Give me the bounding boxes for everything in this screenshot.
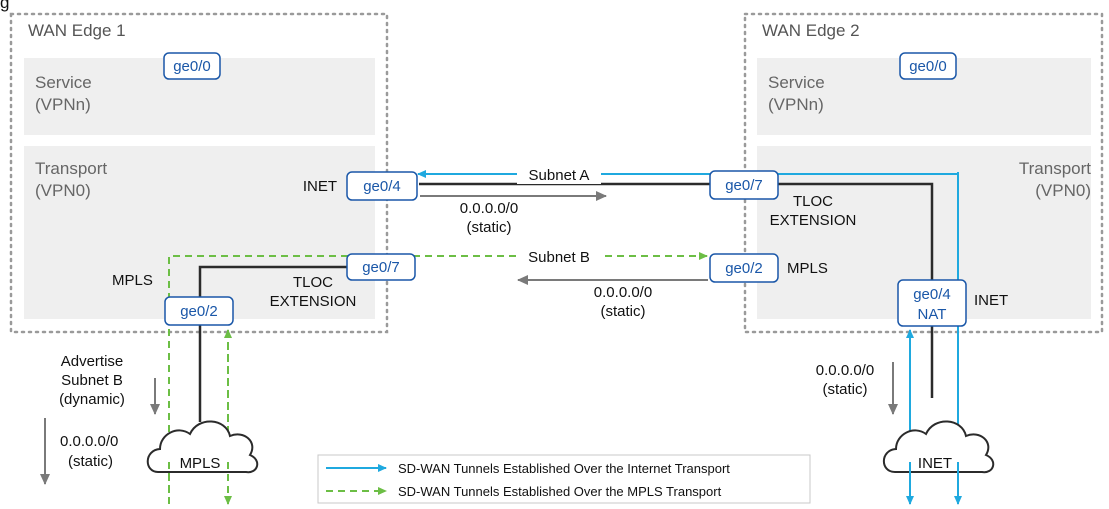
wan-edge-2-service-vpn: (VPNn) — [768, 95, 824, 114]
port-e1-mpls-label: ge0/2 — [180, 303, 218, 320]
legend-mpls-text: SD-WAN Tunnels Established Over the MPLS… — [398, 484, 722, 499]
wan-edge-1-transport-vpn: (VPN0) — [35, 181, 91, 200]
route-mid-top-line1: 0.0.0.0/0 — [460, 200, 518, 217]
tloc-link-bottom — [198, 265, 347, 305]
legend: SD-WAN Tunnels Established Over the Inte… — [317, 454, 811, 504]
tloc-extension-left-line2: EXTENSION — [270, 293, 357, 310]
port-e2-tloc-label: ge0/7 — [725, 177, 763, 194]
wan-edge-1-transport-label: Transport — [35, 159, 107, 178]
advertise-line1: Advertise — [61, 353, 124, 370]
wan-edge-1-title: WAN Edge 1 — [28, 21, 126, 40]
legend-box — [317, 454, 811, 504]
route-left-line1: 0.0.0.0/0 — [60, 433, 118, 450]
tloc-extension-right-line2: EXTENSION — [770, 212, 857, 229]
subnet-b-label: Subnet B — [528, 249, 590, 266]
port-e1-inet[interactable]: ge0/4 — [346, 171, 418, 201]
mpls-cloud: MPLS — [146, 420, 259, 504]
port-e2-inet-nat[interactable]: ge0/4 NAT — [897, 279, 967, 327]
wan-edge-2-transport-vpn: (VPN0) — [1035, 181, 1091, 200]
port-e1-service[interactable]: ge0/0 — [163, 52, 221, 80]
mpls-label-right: MPLS — [787, 260, 828, 277]
port-e2-tloc[interactable]: ge0/7 — [709, 170, 779, 200]
port-e2-mpls[interactable]: ge0/2 — [709, 253, 779, 283]
port-e2-service-label: ge0/0 — [909, 58, 947, 75]
port-e1-mpls[interactable]: ge0/2 — [164, 296, 234, 326]
port-e2-service[interactable]: ge0/0 — [899, 52, 957, 80]
port-e2-nat-label: NAT — [918, 306, 947, 323]
port-e2-inet-label: ge0/4 — [913, 286, 951, 303]
wan-edge-2-title: WAN Edge 2 — [762, 21, 860, 40]
port-e1-tloc[interactable]: ge0/7 — [346, 253, 416, 281]
inet-cloud-label: INET — [918, 455, 952, 472]
mpls-cloud-label: MPLS — [180, 455, 221, 472]
wan-edge-2-service-label: Service — [768, 73, 825, 92]
subnet-a-label: Subnet A — [529, 167, 590, 184]
caption-fragment: g — [0, 0, 9, 12]
route-mid-top-line2: (static) — [467, 219, 512, 236]
route-mid-bottom-line2: (static) — [601, 303, 646, 320]
wan-edge-2-transport-label: Transport — [1019, 159, 1091, 178]
tloc-extension-left-line1: TLOC — [293, 274, 333, 291]
inet-label-left: INET — [303, 178, 337, 195]
route-mid-bottom-line1: 0.0.0.0/0 — [594, 284, 652, 301]
legend-internet-text: SD-WAN Tunnels Established Over the Inte… — [398, 461, 730, 476]
tloc-extension-right-line1: TLOC — [793, 193, 833, 210]
route-right-line1: 0.0.0.0/0 — [816, 362, 874, 379]
port-e2-mpls-label: ge0/2 — [725, 260, 763, 277]
port-e1-service-label: ge0/0 — [173, 58, 211, 75]
wan-edge-1-service-label: Service — [35, 73, 92, 92]
mpls-label-left: MPLS — [112, 272, 153, 289]
port-e1-tloc-label: ge0/7 — [362, 259, 400, 276]
route-right-line2: (static) — [823, 381, 868, 398]
wan-edge-1-service-vpn: (VPNn) — [35, 95, 91, 114]
advertise-line3: (dynamic) — [59, 391, 125, 408]
inet-cloud: INET — [882, 420, 995, 500]
route-left-line2: (static) — [68, 453, 113, 470]
advertise-line2: Subnet B — [61, 372, 123, 389]
port-e1-inet-label: ge0/4 — [363, 178, 401, 195]
inet-label-right: INET — [974, 292, 1008, 309]
